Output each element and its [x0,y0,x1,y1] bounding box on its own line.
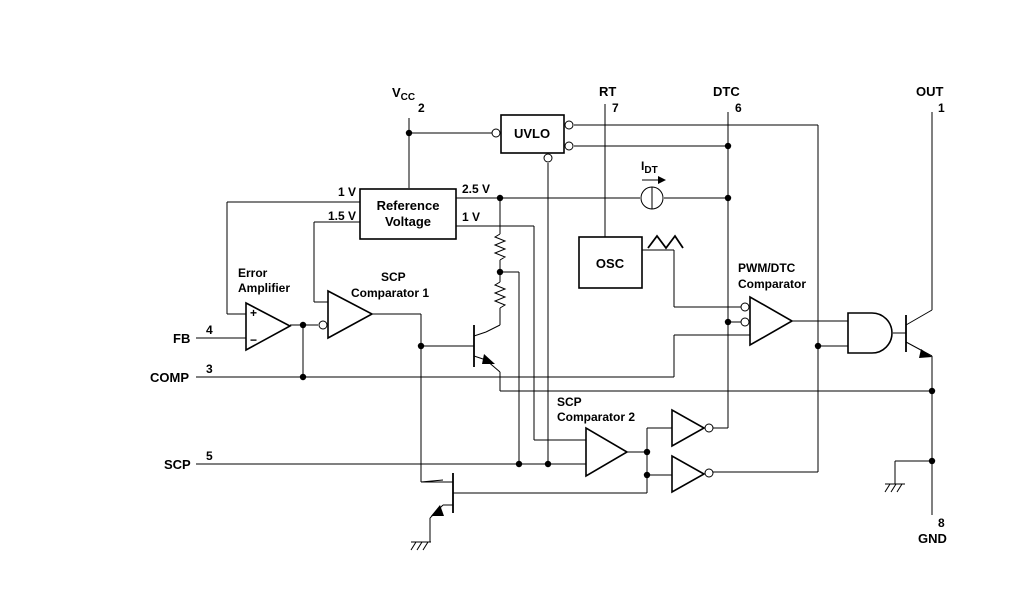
ground-icon-right [884,483,905,493]
comp-pin-number: 3 [206,362,213,376]
error-amp-label-line1: Error [238,266,268,280]
dtc-pin-label: DTC [713,84,740,99]
transistor-q1 [473,325,495,367]
ref-1v-left-label: 1 V [338,185,356,199]
uvlo-input-bubble [491,128,501,138]
output-transistor [905,315,932,358]
inverter-lower-bubble [704,468,714,478]
vcc-pin-number: 2 [418,101,425,115]
uvlo-output-bubble-2 [564,141,574,151]
error-amp-label-line2: Amplifier [238,281,290,295]
rt-pin-label: RT [599,84,616,99]
osc-label: OSC [596,256,625,271]
output-emitter-arrow-icon [919,349,932,358]
uvlo-output-bubble-3 [543,153,553,163]
inverter-upper-bubble [704,423,714,433]
pin-labels: VCC 2 RT 7 DTC 6 OUT 1 FB 4 COMP 3 SCP 5… [150,84,947,546]
pwm-label-line1: PWM/DTC [738,261,796,275]
dtc-pin-number: 6 [735,101,742,115]
rt-pin-number: 7 [612,101,619,115]
scp1-input-bubble [318,320,328,330]
idt-arrow-icon [658,176,666,184]
vcc-pin-label: VCC [392,85,415,103]
sawtooth-waveform-icon [647,234,684,250]
pwm-dtc-comparator: PWM/DTC Comparator [738,261,806,347]
reference-label-line1: Reference [377,198,440,213]
current-source-idt: IDT [640,159,666,210]
uvlo-output-bubble-1 [564,120,574,130]
ref-1v-right-label: 1 V [462,210,480,224]
comp-pin-label: COMP [150,370,189,385]
scp2-label-line1: SCP [557,395,582,409]
ref-2-5v-label: 2.5 V [462,182,490,196]
inverter-upper [671,408,714,448]
error-amplifier: + − Error Amplifier [238,266,292,352]
inverter-lower [671,454,714,494]
q2-emitter-arrow-icon [431,505,444,516]
fb-pin-number: 4 [206,323,213,337]
uvlo-block: UVLO [491,114,574,163]
out-pin-label: OUT [916,84,944,99]
gnd-pin-number: 8 [938,516,945,530]
pwm-label-line2: Comparator [738,277,806,291]
transistor-q2 [421,473,454,516]
plus-sign: + [250,306,257,320]
out-pin-number: 1 [938,101,945,115]
scp1-label-line1: SCP [381,270,406,284]
minus-sign: − [250,333,257,347]
ground-icon-left [410,530,431,551]
scp-pin-label: SCP [164,457,191,472]
ref-1-5v-label: 1.5 V [328,209,356,223]
junction-dots [299,129,936,479]
fb-pin-label: FB [173,331,190,346]
q1-emitter-arrow-icon [482,354,495,364]
scp-comparator-2: SCP Comparator 2 [557,395,635,478]
pwm-input-bubble-1 [740,302,750,312]
scp2-label-line2: Comparator 2 [557,410,635,424]
resistor-lower [493,281,507,309]
wires [196,104,933,530]
scp-comparator-1: SCP Comparator 1 [318,270,429,340]
pwm-input-bubble-2 [740,317,750,327]
and-gate [847,312,893,354]
reference-voltage-block: Reference Voltage 1 V 1.5 V 2.5 V 1 V [328,182,490,240]
reference-label-line2: Voltage [385,214,431,229]
scp-pin-number: 5 [206,449,213,463]
resistor-upper [493,233,507,261]
scp1-label-line2: Comparator 1 [351,286,429,300]
gnd-pin-label: GND [918,531,947,546]
idt-label: IDT [641,159,658,176]
uvlo-label: UVLO [514,126,550,141]
osc-block: OSC [578,234,684,289]
